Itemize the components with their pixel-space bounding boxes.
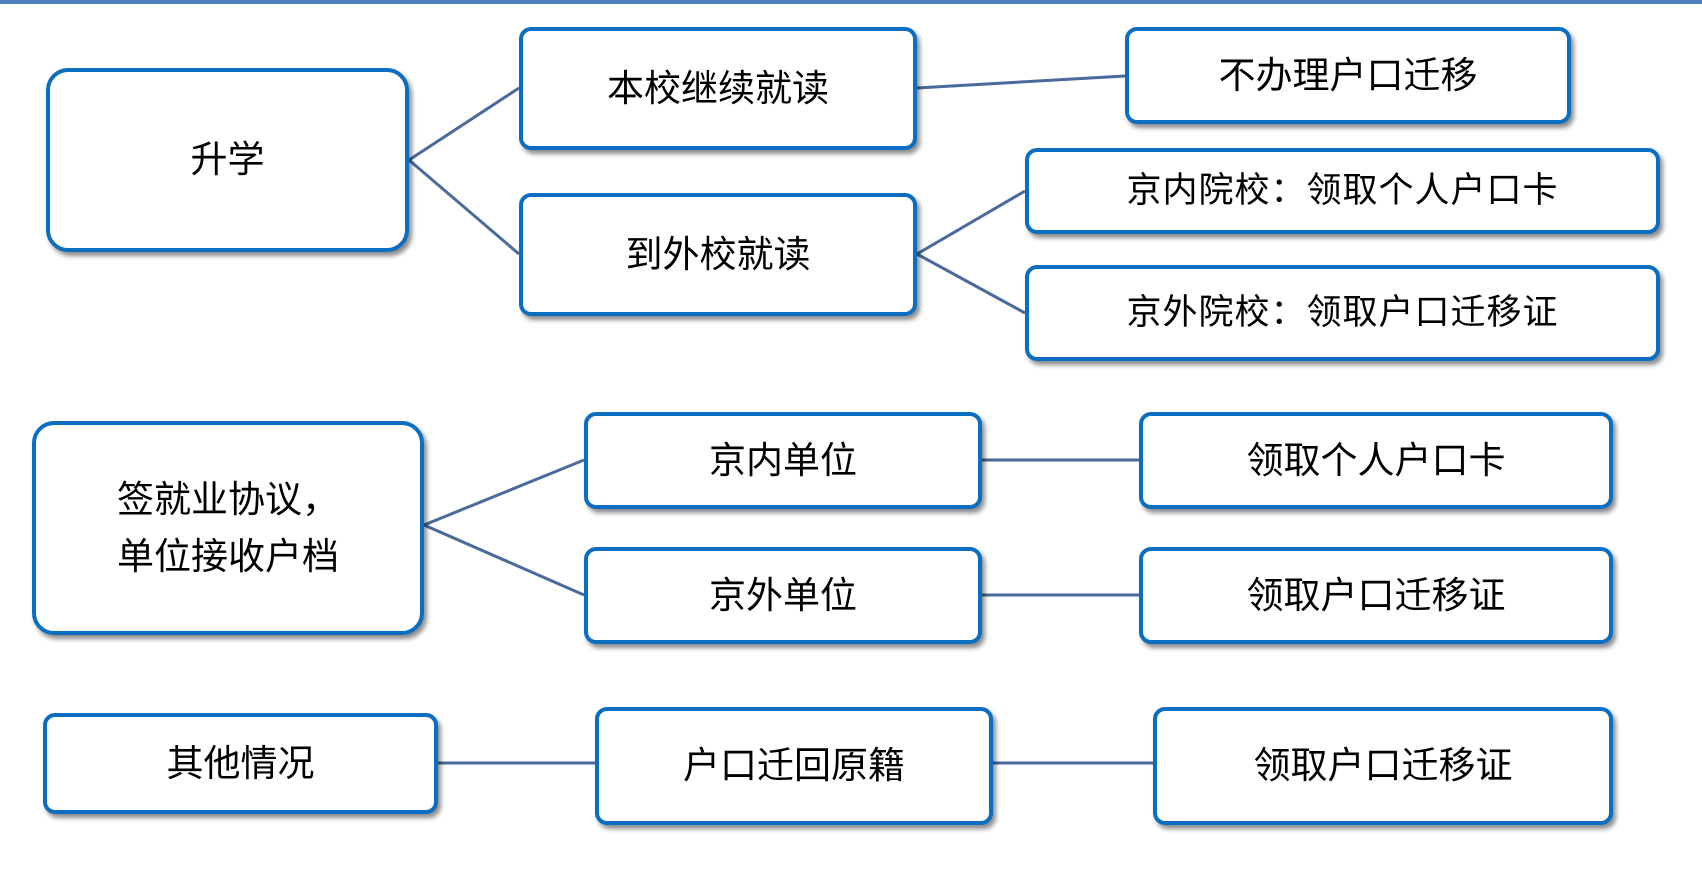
employment-label-line1: 签就业协议， — [117, 477, 339, 521]
connector-further-study-to-other — [408, 158, 520, 256]
beijing-school-result-label: 京内院校：领取个人户口卡 — [1126, 170, 1559, 211]
connector-other-to-outside — [916, 252, 1026, 315]
return-home-result-box: 领取户口迁移证 — [1153, 707, 1613, 825]
stay-school-result-label: 不办理户口迁移 — [1218, 53, 1478, 97]
employment-box: 签就业协议， 单位接收户档 — [32, 421, 424, 635]
employment-label-line2: 单位接收户档 — [117, 535, 339, 578]
return-home-result-label: 领取户口迁移证 — [1253, 744, 1513, 788]
connector-further-study-to-stay — [408, 86, 520, 162]
beijing-unit-label: 京内单位 — [709, 438, 857, 482]
outside-unit-box: 京外单位 — [584, 547, 982, 644]
outside-unit-label: 京外单位 — [709, 573, 857, 617]
connector-employment-to-beijing — [423, 458, 585, 527]
top-rule — [0, 0, 1702, 4]
connector-employment-to-outside — [423, 523, 585, 597]
other-situation-box: 其他情况 — [43, 713, 438, 814]
other-situation-label: 其他情况 — [166, 741, 315, 785]
outside-unit-result-label: 领取户口迁移证 — [1246, 573, 1506, 617]
connector-stay-to-result — [916, 74, 1126, 90]
return-home-box: 户口迁回原籍 — [595, 707, 993, 825]
outside-unit-result-box: 领取户口迁移证 — [1139, 547, 1613, 644]
connector-other-to-beijing — [916, 189, 1026, 256]
return-home-label: 户口迁回原籍 — [683, 744, 905, 788]
beijing-unit-result-box: 领取个人户口卡 — [1139, 412, 1613, 509]
other-school-box: 到外校就读 — [519, 193, 917, 316]
outside-school-result-label: 京外院校：领取户口迁移证 — [1126, 292, 1559, 333]
beijing-school-result-box: 京内院校：领取个人户口卡 — [1025, 148, 1660, 234]
further-study-label: 升学 — [190, 138, 265, 182]
further-study-box: 升学 — [46, 68, 409, 252]
stay-school-label: 本校继续就读 — [607, 66, 829, 110]
stay-school-result-box: 不办理户口迁移 — [1125, 27, 1571, 124]
beijing-unit-result-label: 领取个人户口卡 — [1246, 438, 1506, 482]
stay-school-box: 本校继续就读 — [519, 27, 917, 150]
other-school-label: 到外校就读 — [625, 232, 811, 276]
outside-school-result-box: 京外院校：领取户口迁移证 — [1025, 265, 1660, 361]
beijing-unit-box: 京内单位 — [584, 412, 982, 509]
